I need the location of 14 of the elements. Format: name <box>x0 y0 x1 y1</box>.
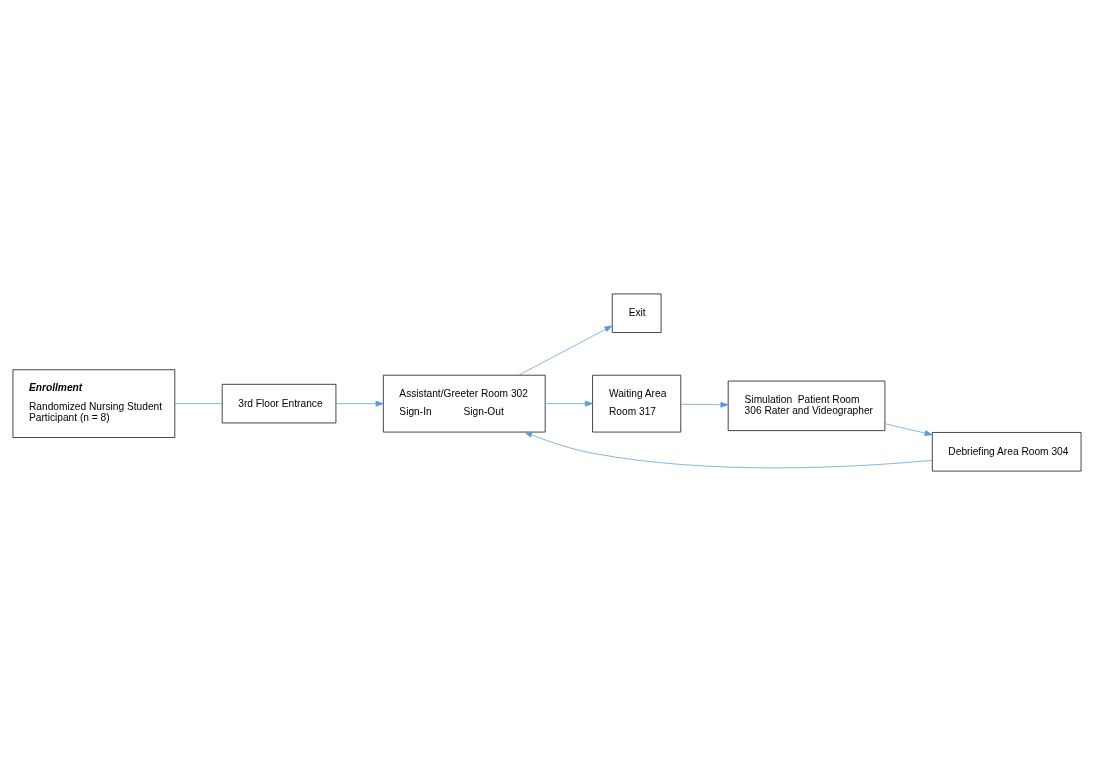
node-box: Debriefing Area Room 304 <box>931 432 1082 472</box>
arrow <box>884 423 933 436</box>
node-box: Waiting Area Room 317 <box>592 374 682 433</box>
arrow <box>518 325 613 376</box>
arrow <box>335 400 384 407</box>
arrow <box>544 400 593 407</box>
arrow <box>680 401 729 408</box>
node-box: Exit <box>611 293 662 333</box>
node-box: Assistant/Greeter Room 302 Sign-In Sign-Out <box>382 374 546 433</box>
node-box: 3rd Floor Entrance <box>221 383 337 424</box>
connector <box>174 403 223 404</box>
arrow <box>524 431 933 469</box>
node-box: Simulation Patient Room 306 Rater and Videographer <box>727 380 886 431</box>
node-box: Enrollment Randomized Nursing Student Participant (n = 8) <box>12 369 176 438</box>
